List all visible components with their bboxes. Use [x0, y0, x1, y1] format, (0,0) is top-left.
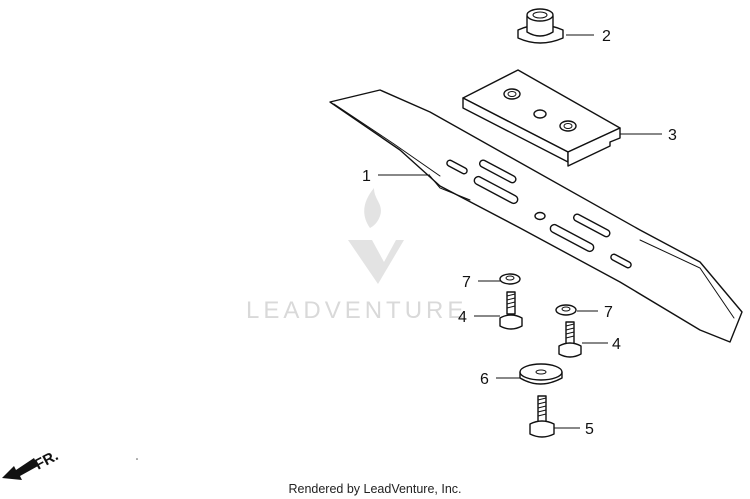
callout-6: 6 [480, 371, 489, 388]
part-2-blade-adapter [517, 8, 564, 44]
callout-4-upper: 4 [458, 309, 467, 326]
part-3-blade-holder [462, 69, 621, 167]
callout-7-lower: 7 [604, 304, 613, 321]
part-4-bolt-lower [558, 321, 582, 358]
watermark: LEADVENTURE [246, 188, 467, 324]
callout-5: 5 [585, 421, 594, 438]
front-arrow-icon [2, 458, 38, 480]
part-7-washer-lower [555, 304, 577, 316]
watermark-logo [348, 188, 404, 284]
part-7-washer-upper [499, 273, 521, 285]
print-dot [136, 458, 138, 460]
part-6-blade-washer [519, 363, 563, 385]
front-label: FR. [32, 447, 61, 473]
part-5-center-bolt [529, 395, 555, 438]
callout-2: 2 [602, 28, 611, 45]
front-direction-indicator: FR. [2, 447, 61, 480]
part-4-bolt-upper [499, 291, 523, 330]
callout-1: 1 [362, 168, 371, 185]
watermark-text: LEADVENTURE [246, 297, 467, 324]
part-1-blade [329, 89, 743, 343]
callout-4-lower: 4 [612, 336, 621, 353]
callout-7-upper: 7 [462, 274, 471, 291]
callout-3: 3 [668, 127, 677, 144]
footer-credit: Rendered by LeadVenture, Inc. [288, 482, 462, 496]
